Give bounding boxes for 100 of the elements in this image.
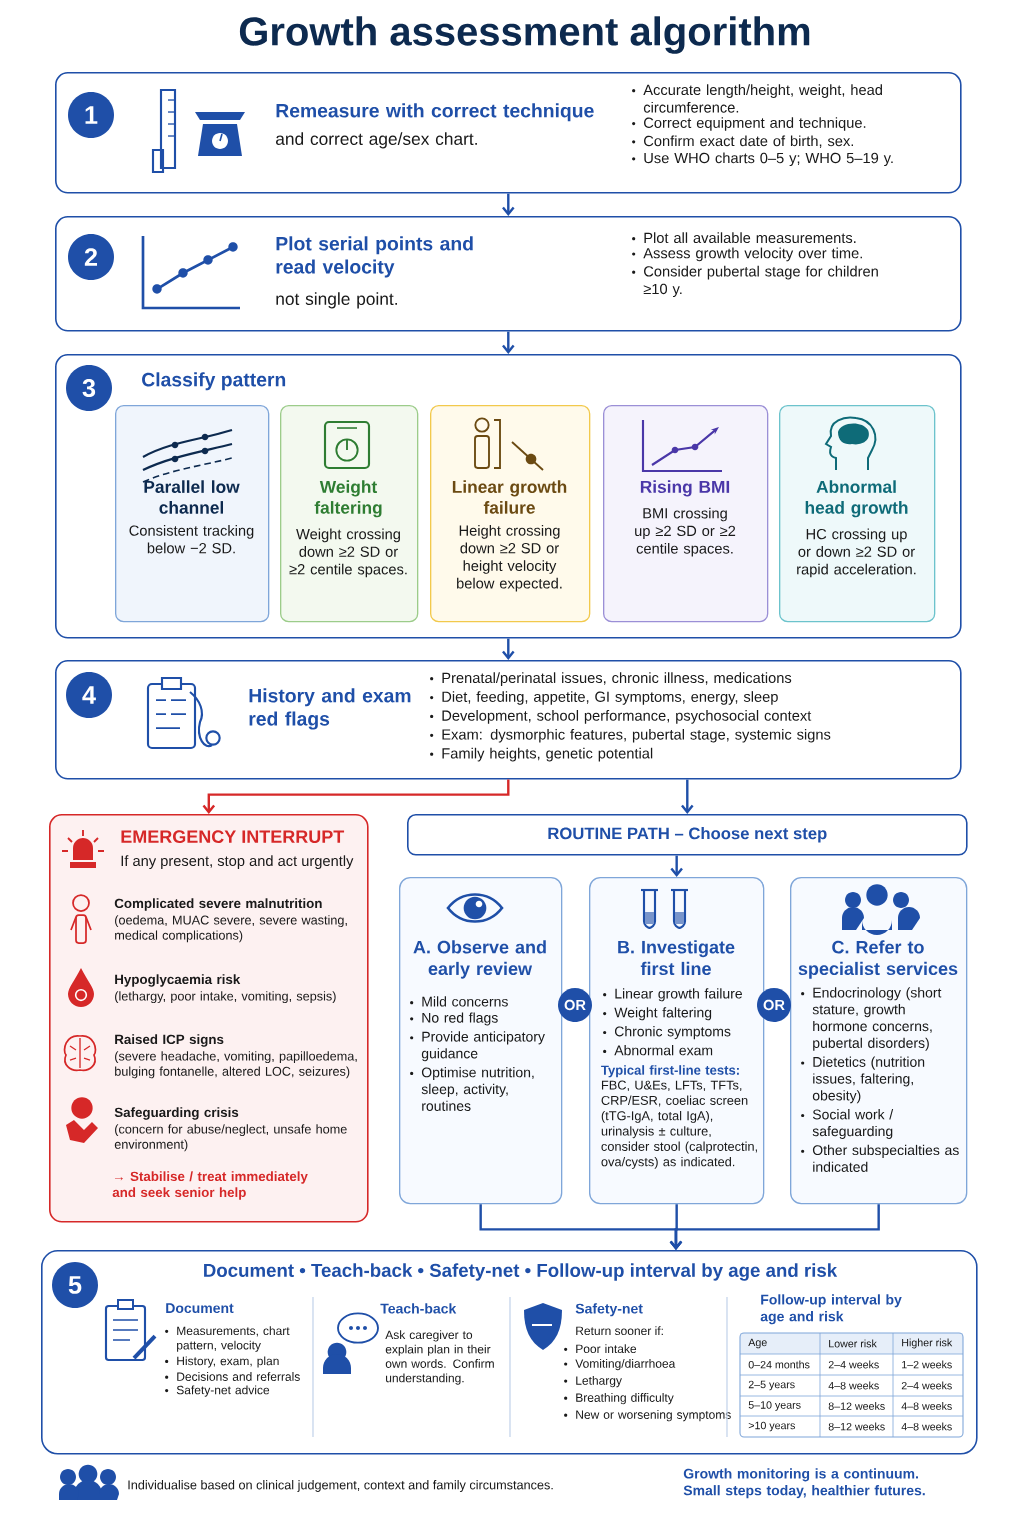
- bullet-item: Chronic symptoms: [603, 1026, 731, 1040]
- card-text: HC crossing up or down ≥2 SD or rapid acceleration.: [797, 528, 916, 578]
- bullet-item: Family heights, genetic potential: [430, 747, 653, 762]
- section-heading: Document • Teach-back • Safety-net • Follow-up interval by age and risk: [204, 1263, 838, 1281]
- routine-path-bar: ROUTINE PATH – Choose next step: [407, 814, 968, 856]
- bullet-item: Development, school performance, psychosocial context: [430, 710, 812, 724]
- bullet-item: Correct equipment and technique.: [632, 117, 866, 131]
- table-cell: Lower risk: [829, 1339, 877, 1348]
- section-heading: Classify pattern: [142, 372, 286, 391]
- bullet-item: History, exam, plan: [165, 1356, 279, 1368]
- action-text: → Stabilise / treat immediately and seek senior help: [112, 1171, 308, 1200]
- card-text: Height crossing down ≥2 SD or height velocity below expected.: [457, 525, 562, 592]
- table-cell: Age: [748, 1338, 767, 1349]
- table-cell: 2–4 weeks: [901, 1381, 952, 1390]
- table-cell: >10 years: [748, 1421, 795, 1432]
- bullet-item: Decisions and referrals: [165, 1372, 300, 1381]
- sub-text: Ask caregiver to explain plan in their own words. Confirm understanding.: [385, 1330, 494, 1385]
- table-cell: 1–2 weeks: [902, 1360, 952, 1369]
- step-text: and correct age/sex chart.: [276, 132, 477, 149]
- arrow: [502, 331, 515, 354]
- bullet-item: Prenatal/perinatal issues, chronic illness, medications: [430, 672, 792, 686]
- table-cell: 4–8 weeks: [901, 1402, 952, 1410]
- sub-heading: Document: [166, 1303, 234, 1314]
- sub-text: Return sooner if:: [576, 1326, 663, 1336]
- bullet-item: Mild concerns: [410, 996, 508, 1007]
- table-cell: 4–8 weeks: [901, 1422, 952, 1431]
- item-text: (severe headache, vomiting, papilloedema, bulging fontanelle, altered LOC, seizures): [115, 1051, 357, 1079]
- arrow: [681, 779, 694, 814]
- footer-note: Individualise based on clinical judgement, context and family circumstances.: [128, 1480, 553, 1492]
- sub-heading: Safety-net: [575, 1303, 643, 1317]
- arrow: [669, 1204, 880, 1250]
- title: Growth assessment algorithm: [239, 16, 810, 54]
- sub-heading: Teach-back: [380, 1303, 457, 1314]
- arrow: [670, 855, 683, 877]
- step-number: 1: [68, 92, 114, 138]
- bullet-item: Endocrinology (short stature, growth hormone concerns, pubertal disorders): [801, 987, 942, 1051]
- arrow: [502, 193, 515, 216]
- arrow: [502, 638, 515, 660]
- item-text: (oedema, MUAC severe, severe wasting, medical complications): [115, 915, 347, 943]
- bullet-item: Diet, feeding, appetite, GI symptoms, energy, sleep: [430, 691, 778, 705]
- bullet-item: Assess growth velocity over time.: [632, 247, 862, 262]
- bullet-item: New or worsening symptoms: [564, 1410, 731, 1422]
- bullet-item: Abnormal exam: [603, 1045, 713, 1056]
- tests-heading: Typical first-line tests:: [601, 1065, 739, 1078]
- bullet-item: Measurements, chart pattern, velocity: [165, 1326, 290, 1352]
- card-title: Weight faltering: [314, 480, 382, 518]
- card-title: B. Investigate first line: [618, 940, 735, 976]
- or-badge: OR: [558, 988, 592, 1022]
- bullet-item: Consider pubertal stage for children ≥10 y.: [632, 265, 878, 298]
- bullet-item: Breathing difficulty: [564, 1393, 674, 1405]
- bullet-item: No red flags: [410, 1012, 498, 1026]
- bullet-item: Exam: dysmorphic features, pubertal stage, systemic signs: [430, 728, 831, 743]
- table-cell: 2–4 weeks: [828, 1360, 879, 1369]
- card-text: BMI crossing up ≥2 SD or ≥2 centile spaces.: [635, 507, 736, 557]
- panel-heading: EMERGENCY INTERRUPT: [121, 830, 345, 843]
- bullet-item: Accurate length/height, weight, head circumference.: [632, 84, 882, 113]
- bullet-item: Safety-net advice: [165, 1385, 270, 1397]
- bullet-item: Optimise nutrition, sleep, activity, routines: [410, 1067, 534, 1111]
- table-cell: 8–12 weeks: [828, 1402, 885, 1410]
- footer-slogan: Growth monitoring is a continuum. Small steps today, healthier futures.: [683, 1468, 925, 1499]
- card-text: Consistent tracking below −2 SD.: [129, 525, 254, 554]
- table-cell: 8–12 weeks: [828, 1422, 885, 1431]
- item-text: (concern for abuse/neglect, unsafe home environment): [114, 1124, 347, 1152]
- step-heading: Remeasure with correct technique: [276, 103, 594, 122]
- item-heading: Safeguarding crisis: [114, 1107, 239, 1120]
- item-heading: Complicated severe malnutrition: [114, 898, 322, 911]
- panel-subtitle: If any present, stop and act urgently: [121, 855, 354, 869]
- table-cell: 4–8 weeks: [828, 1381, 879, 1390]
- bullet-item: Social work / safeguarding: [801, 1109, 894, 1139]
- table-cell: 2–5 years: [748, 1380, 795, 1391]
- item-heading: Raised ICP signs: [115, 1034, 224, 1047]
- bullet-item: Lethargy: [564, 1376, 622, 1388]
- card-title: Linear growth failure: [452, 480, 567, 514]
- bullet-item: Dietetics (nutrition issues, faltering, obesity): [801, 1056, 925, 1104]
- table-cell: 0–24 months: [748, 1360, 810, 1369]
- step-number: 2: [68, 234, 114, 280]
- table-cell: Higher risk: [902, 1338, 953, 1349]
- item-heading: Hypoglycaemia risk: [115, 974, 241, 987]
- step-heading: Plot serial points and read velocity: [276, 236, 473, 278]
- step-number: 5: [52, 1262, 98, 1308]
- bullet-item: Poor intake: [564, 1344, 637, 1354]
- bullet-item: Other subspecialties as indicated: [801, 1144, 959, 1172]
- bullet-item: Linear growth failure: [603, 988, 742, 1002]
- card-title: Parallel low channel: [144, 480, 240, 514]
- card-title: Rising BMI: [640, 480, 730, 497]
- arrow: [202, 779, 510, 814]
- bullet-item: Confirm exact date of birth, sex.: [632, 135, 853, 148]
- card-text: Weight crossing down ≥2 SD or ≥2 centile spaces.: [289, 528, 407, 578]
- tests-text: FBC, U&Es, LFTs, TFTs, CRP/ESR, coeliac screen (tTG-IgA, total IgA), urinalysis ± culture, consider stool (calprotectin, ova/cysts) as indicated.: [601, 1080, 757, 1169]
- card-title: C. Refer to specialist services: [798, 940, 958, 979]
- step-heading: History and exam red flags: [249, 688, 411, 730]
- step-number: 4: [66, 672, 112, 718]
- card-title: A. Observe and early review: [413, 940, 546, 979]
- item-text: (lethargy, poor intake, vomiting, sepsis): [115, 991, 336, 1004]
- card-title: Abnormal head growth: [805, 480, 908, 518]
- table-cell: 5–10 years: [748, 1401, 801, 1411]
- bullet-item: Weight faltering: [603, 1007, 712, 1021]
- or-badge: OR: [757, 988, 791, 1022]
- step-number: 3: [66, 365, 112, 411]
- bullet-item: Provide anticipatory guidance: [410, 1031, 545, 1062]
